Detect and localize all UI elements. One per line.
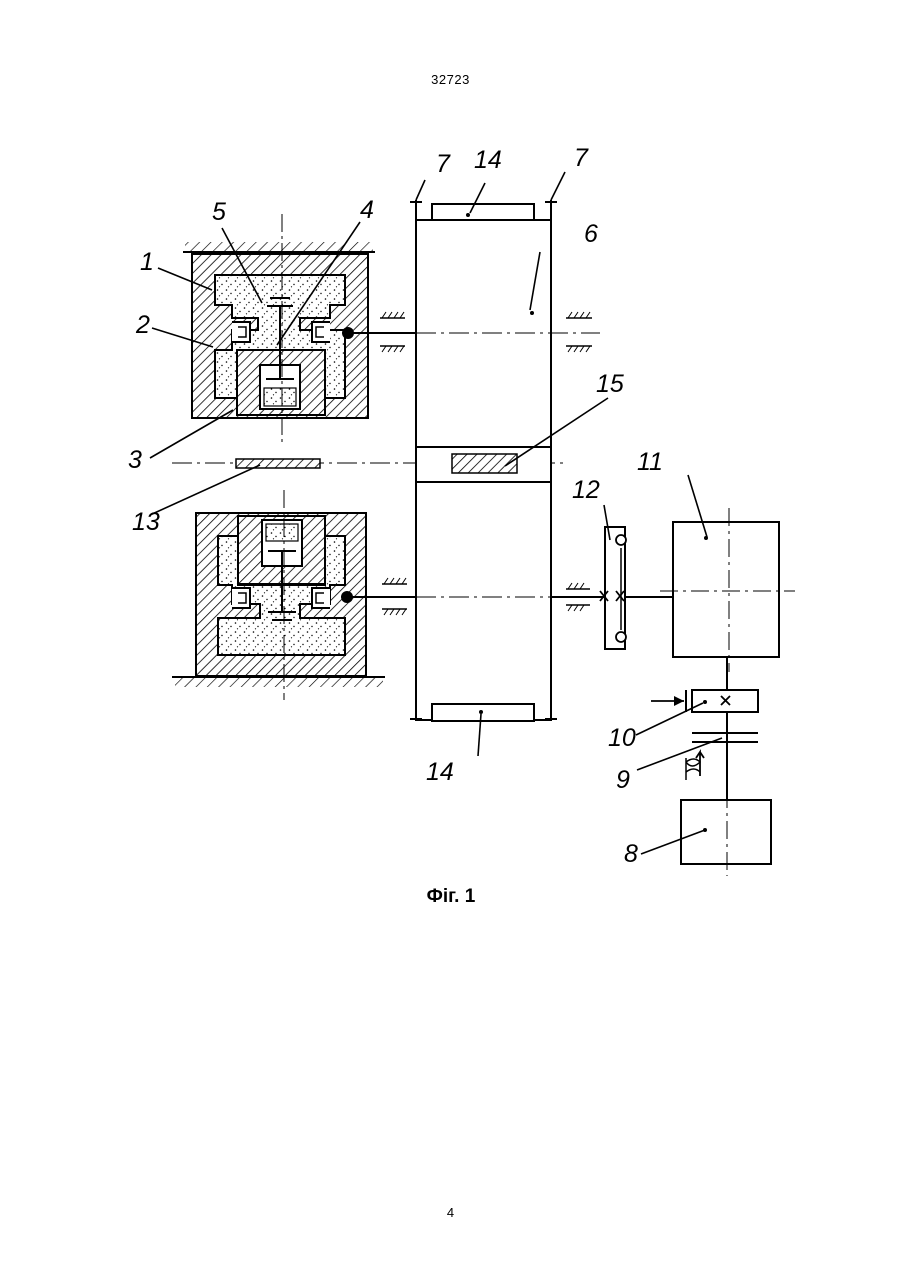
upper-mold-assembly — [183, 214, 416, 444]
label-6: 6 — [584, 220, 598, 248]
roller-drum — [410, 200, 600, 721]
label-2: 2 — [135, 311, 150, 339]
label-7-left: 7 — [436, 150, 451, 178]
lower-mold-assembly — [172, 490, 416, 700]
label-9: 9 — [616, 766, 630, 794]
label-5: 5 — [212, 198, 226, 226]
label-15: 15 — [596, 370, 624, 398]
page-number: 4 — [0, 1205, 901, 1220]
label-11: 11 — [637, 448, 663, 476]
label-10: 10 — [608, 724, 636, 752]
drive-train — [551, 508, 795, 876]
label-4: 4 — [360, 196, 374, 224]
figure-caption: Фіг. 1 — [427, 886, 476, 907]
label-1: 1 — [140, 248, 154, 276]
label-8: 8 — [624, 840, 638, 868]
label-3: 3 — [128, 446, 142, 474]
label-14-top: 14 — [474, 146, 502, 174]
label-12: 12 — [572, 476, 600, 504]
label-13: 13 — [132, 508, 160, 536]
label-14-bottom: 14 — [426, 758, 454, 786]
label-7-right: 7 — [574, 144, 589, 172]
